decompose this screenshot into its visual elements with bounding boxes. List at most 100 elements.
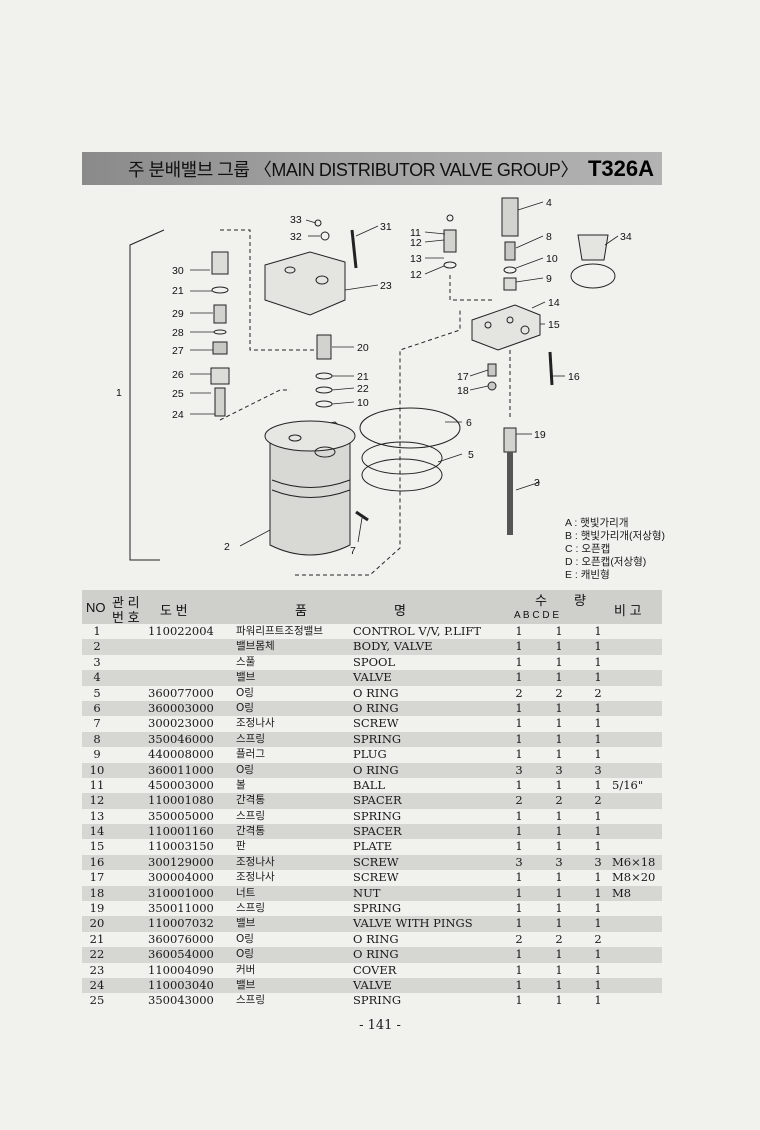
callout-15: 15 bbox=[548, 319, 560, 331]
cell-qty-e: 1 bbox=[594, 700, 602, 715]
cell-no: 2 bbox=[93, 639, 101, 654]
cell-no: 3 bbox=[93, 654, 101, 669]
cell-qty-c: 1 bbox=[555, 870, 563, 885]
cell-qty-a: 1 bbox=[515, 639, 523, 654]
callout-21b: 21 bbox=[357, 371, 369, 383]
cell-name-english: SPRING bbox=[353, 993, 402, 1008]
cell-name-english: SCREW bbox=[353, 870, 399, 885]
callout-1: 1 bbox=[116, 387, 122, 399]
legend-item: E : 캐빈형 bbox=[565, 569, 610, 581]
cell-qty-c: 1 bbox=[555, 639, 563, 654]
cell-name-english: SCREW bbox=[353, 854, 399, 869]
cell-no: 5 bbox=[93, 685, 101, 700]
cell-qty-a: 1 bbox=[515, 824, 523, 839]
exploded-parts-diagram: 1 2 3 4 5 6 7 8 9 10 10 11 12 12 13 14 1… bbox=[116, 197, 632, 576]
cell-qty-a: 2 bbox=[515, 685, 523, 700]
cell-no: 6 bbox=[93, 700, 101, 715]
cell-part-number: 110003040 bbox=[148, 977, 214, 992]
callout-24: 24 bbox=[172, 409, 184, 421]
callout-29: 29 bbox=[172, 308, 184, 320]
callout-6: 6 bbox=[466, 417, 472, 429]
cell-part-number: 360077000 bbox=[148, 685, 214, 700]
cell-qty-e: 3 bbox=[594, 762, 602, 777]
callout-25: 25 bbox=[172, 388, 184, 400]
cell-qty-a: 1 bbox=[515, 947, 523, 962]
cell-no: 19 bbox=[89, 901, 105, 916]
callout-9: 9 bbox=[546, 273, 552, 285]
cell-name-english: VALVE bbox=[353, 977, 392, 992]
cell-qty-c: 2 bbox=[555, 931, 563, 946]
header-mgmt-top: 관 리 bbox=[112, 595, 140, 610]
cell-qty-e: 2 bbox=[594, 793, 602, 808]
cell-qty-c: 1 bbox=[555, 901, 563, 916]
header-remarks: 비 고 bbox=[614, 603, 642, 618]
cell-no: 24 bbox=[89, 977, 105, 992]
header-mgmt-bottom: 번 호 bbox=[112, 610, 140, 625]
cell-qty-e: 1 bbox=[594, 670, 602, 685]
callout-14: 14 bbox=[548, 297, 560, 309]
cell-name-korean: 조정나사 bbox=[236, 717, 275, 730]
cell-qty-e: 1 bbox=[594, 716, 602, 731]
cell-no: 10 bbox=[89, 762, 105, 777]
cell-remarks: M8 bbox=[612, 885, 632, 900]
cell-name-korean: 간격통 bbox=[236, 794, 265, 807]
callout-31: 31 bbox=[380, 221, 392, 233]
cell-name-english: NUT bbox=[353, 885, 381, 900]
cell-no: 16 bbox=[89, 854, 105, 869]
cell-qty-a: 2 bbox=[515, 793, 523, 808]
cell-qty-c: 1 bbox=[555, 947, 563, 962]
cell-qty-c: 1 bbox=[555, 824, 563, 839]
callout-2: 2 bbox=[224, 541, 230, 553]
cell-name-korean: 볼 bbox=[236, 778, 246, 791]
cell-no: 18 bbox=[89, 885, 105, 900]
cell-name-english: SPRING bbox=[353, 901, 402, 916]
cell-qty-e: 1 bbox=[594, 777, 602, 792]
page-number: - 141 - bbox=[359, 1018, 401, 1033]
callout-11: 11 bbox=[410, 227, 421, 239]
section-title: 주 분배밸브 그룹 〈MAIN DISTRIBUTOR VALVE GROUP〉 bbox=[127, 159, 578, 180]
callout-3: 3 bbox=[534, 477, 540, 489]
cell-qty-a: 1 bbox=[515, 993, 523, 1008]
legend-item: D : 오픈캡(저상형) bbox=[565, 556, 647, 568]
cell-remarks: 5/16" bbox=[612, 777, 644, 792]
cell-name-korean: 밸브 bbox=[236, 978, 256, 991]
cell-part-number: 350046000 bbox=[148, 731, 214, 746]
cell-name-english: CONTROL V/V, P.LIFT bbox=[353, 624, 482, 638]
callout-21a: 21 bbox=[172, 285, 184, 297]
cell-qty-e: 1 bbox=[594, 947, 602, 962]
cell-qty-e: 1 bbox=[594, 624, 602, 638]
cell-qty-e: 1 bbox=[594, 639, 602, 654]
cell-qty-c: 1 bbox=[555, 700, 563, 715]
parts-table-header: NO 관 리 번 호 도 번 품 명 수 량 A B C D E 비 고 bbox=[82, 590, 662, 625]
callout-16: 16 bbox=[568, 371, 580, 383]
cell-name-english: COVER bbox=[353, 962, 397, 977]
cell-qty-e: 1 bbox=[594, 901, 602, 916]
callout-22: 22 bbox=[357, 383, 369, 395]
header-no: NO bbox=[86, 600, 106, 615]
cell-part-number: 110004090 bbox=[148, 962, 214, 977]
cell-qty-c: 1 bbox=[555, 962, 563, 977]
callout-20: 20 bbox=[357, 342, 369, 354]
cell-part-number: 350005000 bbox=[148, 808, 214, 823]
cell-no: 22 bbox=[89, 947, 105, 962]
cell-part-number: 110001160 bbox=[148, 824, 214, 839]
cell-no: 12 bbox=[89, 793, 105, 808]
cell-qty-c: 1 bbox=[555, 808, 563, 823]
cell-qty-c: 1 bbox=[555, 916, 563, 931]
cell-qty-a: 3 bbox=[515, 762, 523, 777]
cell-name-english: SPACER bbox=[353, 793, 402, 808]
cell-qty-e: 1 bbox=[594, 962, 602, 977]
cell-qty-a: 1 bbox=[515, 916, 523, 931]
